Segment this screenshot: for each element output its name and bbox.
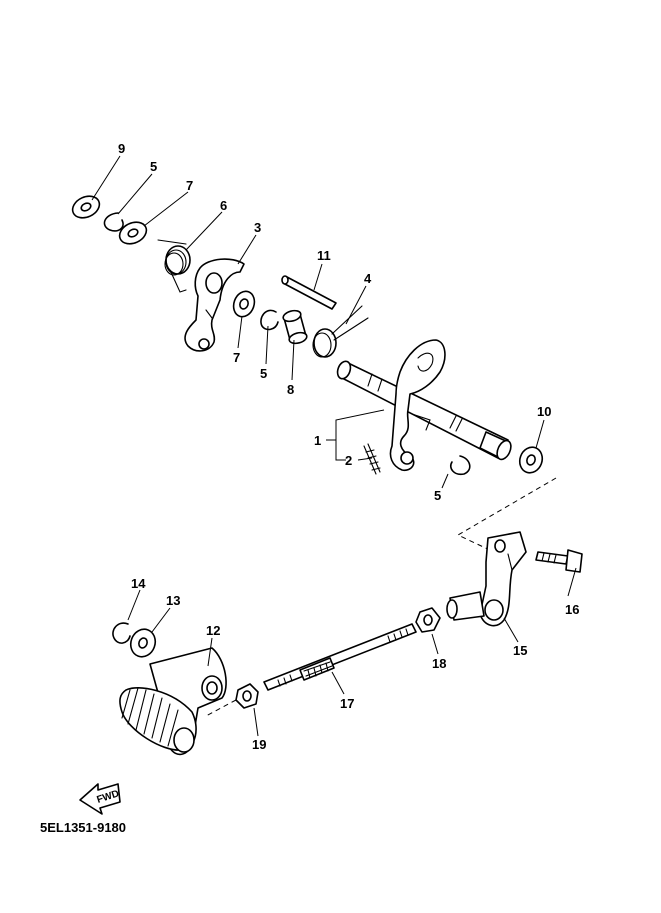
- callout-14: 14: [131, 576, 146, 591]
- callout-18: 18: [432, 656, 446, 671]
- callout-3: 3: [254, 220, 261, 235]
- fwd-arrow-icon: FWD: [79, 783, 121, 815]
- part-1-shift-shaft: [336, 339, 512, 472]
- part-2-spring: [363, 443, 381, 475]
- callout-5-lower: 5: [434, 488, 441, 503]
- part-17-tie-rod: [263, 623, 417, 691]
- dash-line-shaft-to-arm: [456, 477, 557, 553]
- callout-4: 4: [364, 271, 372, 286]
- part-5-circlip-lower: [449, 455, 471, 476]
- part-18-nut: [415, 607, 441, 633]
- part-6-spring: [157, 239, 191, 293]
- callouts: 9 5 7 6 3 11 4 7 5 8 10 1 2 5 16 15 18 1…: [118, 141, 579, 752]
- callout-7-top: 7: [186, 178, 193, 193]
- callout-10: 10: [537, 404, 551, 419]
- callout-5-mid: 5: [260, 366, 267, 381]
- callout-5-top: 5: [150, 159, 157, 174]
- part-8-collar: [282, 309, 308, 345]
- part-19-nut: [235, 683, 259, 709]
- part-7-washer-top: [118, 221, 148, 245]
- leader-lines: [91, 155, 577, 737]
- part-11-pin: [281, 275, 337, 310]
- part-5-circlip-top: [103, 212, 124, 232]
- part-7-washer-lower: [232, 290, 256, 318]
- callout-11: 11: [317, 248, 331, 263]
- callout-17: 17: [340, 696, 354, 711]
- callout-12: 12: [206, 623, 220, 638]
- part-15-lever: [446, 531, 527, 627]
- diagram-code: 5EL1351-9180: [40, 820, 126, 835]
- part-16-bolt: [535, 549, 583, 573]
- part-9-washer: [71, 195, 101, 219]
- part-14-circlip: [112, 622, 131, 644]
- callout-16: 16: [565, 602, 579, 617]
- callout-13: 13: [166, 593, 180, 608]
- callout-7-lower: 7: [233, 350, 240, 365]
- part-5-circlip-mid: [260, 309, 279, 331]
- callout-1: 1: [314, 433, 321, 448]
- dash-line-nut-to-pedal: [205, 699, 237, 717]
- callout-2: 2: [345, 453, 352, 468]
- part-12-shift-pedal: [119, 647, 227, 756]
- part-3-shift-arm: [184, 258, 245, 352]
- callout-9: 9: [118, 141, 125, 156]
- callout-19: 19: [252, 737, 266, 752]
- part-4-spring: [312, 305, 369, 358]
- part-10-washer: [518, 446, 544, 474]
- callout-8: 8: [287, 382, 294, 397]
- part-13-washer: [129, 628, 157, 658]
- callout-6: 6: [220, 198, 227, 213]
- callout-15: 15: [513, 643, 527, 658]
